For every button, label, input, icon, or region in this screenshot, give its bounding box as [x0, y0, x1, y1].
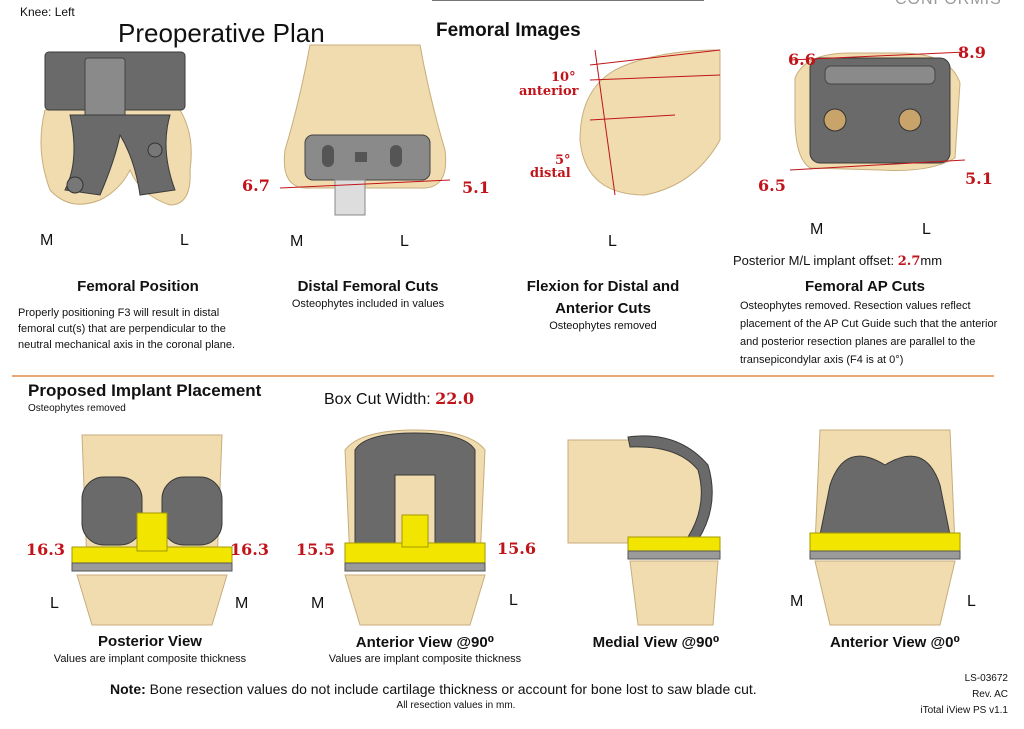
medial90-image: [567, 435, 721, 626]
distal-cuts-l: L: [400, 233, 409, 250]
posterior-m: M: [235, 595, 249, 612]
anterior90-note: Values are implant composite thickness: [328, 653, 522, 665]
section-divider: [12, 375, 994, 377]
posterior-title: Posterior View: [98, 633, 202, 650]
posterior-l: L: [50, 595, 59, 612]
ap-offset: Posterior M/L implant offset: 2.7mm: [733, 253, 942, 269]
flexion-distal-angle: 5°: [555, 153, 571, 168]
distal-cuts-m: M: [290, 233, 304, 250]
anterior0-title: Anterior View @0⁰: [829, 634, 961, 651]
ap-offset-value: 2.7: [897, 254, 921, 269]
implant-heading: Proposed Implant Placement: [28, 381, 262, 400]
ap-cuts-image: [789, 51, 966, 171]
footer-units: All resection values in mm.: [396, 700, 516, 711]
distal-cuts-note: Osteophytes included in values: [291, 298, 445, 310]
flexion-anterior-label: anterior: [519, 84, 579, 99]
software-version: iTotal iView PS v1.1: [920, 705, 1008, 716]
footer-note-bold: Note:: [110, 681, 146, 697]
distal-cut-right-value: 5.1: [462, 178, 490, 197]
box-cut-label: Box Cut Width:: [324, 391, 431, 408]
flexion-anterior-angle: 10°: [551, 70, 576, 85]
posterior-right-value: 16.3: [230, 540, 269, 559]
top-rule: [432, 0, 704, 1]
femoral-position-m: M: [40, 232, 54, 249]
femoral-position-description: Properly positioning F3 will result in d…: [18, 307, 236, 351]
posterior-left-value: 16.3: [26, 540, 65, 559]
ap-cuts-l: L: [922, 221, 931, 238]
revision: Rev. AC: [972, 689, 1008, 700]
footer-note-text: Bone resection values do not include car…: [149, 681, 757, 697]
ap-top-right-value: 8.9: [958, 43, 986, 62]
distal-cuts-image: [279, 44, 451, 216]
ap-offset-label: Posterior M/L implant offset:: [733, 253, 895, 268]
anterior0-l: L: [967, 593, 976, 610]
anterior0-image: [809, 429, 961, 626]
anterior90-m: M: [311, 595, 325, 612]
box-cut: Box Cut Width: 22.0: [324, 389, 474, 409]
anterior90-right-value: 15.6: [497, 539, 536, 558]
flexion-heading-2: Anterior Cuts: [555, 300, 651, 317]
flexion-distal-label: distal: [530, 166, 571, 181]
anterior90-image: [344, 429, 486, 626]
implant-subheading: Osteophytes removed: [28, 403, 126, 414]
anterior0-m: M: [790, 593, 804, 610]
flexion-image: [579, 49, 721, 196]
box-cut-value: 22.0: [435, 389, 475, 408]
distal-cuts-heading: Distal Femoral Cuts: [297, 278, 439, 295]
doc-number: LS-03672: [964, 673, 1008, 684]
femoral-position-l: L: [180, 232, 189, 249]
brand-logo: CONFORMIS: [895, 0, 1002, 9]
femoral-images-heading: Femoral Images: [436, 20, 581, 41]
distal-cut-left-value: 6.7: [242, 176, 270, 195]
flexion-heading-1: Flexion for Distal and: [526, 278, 680, 295]
ap-bottom-right-value: 5.1: [965, 169, 993, 188]
medial90-title: Medial View @90⁰: [592, 634, 720, 651]
footer-note: Note: Bone resection values do not inclu…: [110, 681, 757, 697]
posterior-view-image: [71, 434, 233, 626]
anterior90-l: L: [509, 592, 518, 609]
flexion-l: L: [608, 233, 617, 250]
femoral-position-image: [40, 51, 192, 206]
ap-top-left-value: 6.6: [788, 50, 816, 69]
posterior-note: Values are implant composite thickness: [53, 653, 247, 665]
ap-cuts-note: Osteophytes removed. Resection values re…: [740, 300, 998, 366]
femoral-position-heading: Femoral Position: [77, 278, 199, 295]
ap-offset-unit: mm: [920, 253, 943, 268]
ap-cuts-m: M: [810, 221, 824, 238]
anterior90-title: Anterior View @90⁰: [355, 634, 495, 651]
ap-cuts-heading: Femoral AP Cuts: [804, 278, 926, 295]
ap-bottom-left-value: 6.5: [758, 176, 786, 195]
knee-side: Knee: Left: [20, 5, 75, 19]
anterior90-left-value: 15.5: [296, 540, 335, 559]
flexion-note: Osteophytes removed: [549, 320, 657, 332]
page-title: Preoperative Plan: [118, 18, 325, 48]
